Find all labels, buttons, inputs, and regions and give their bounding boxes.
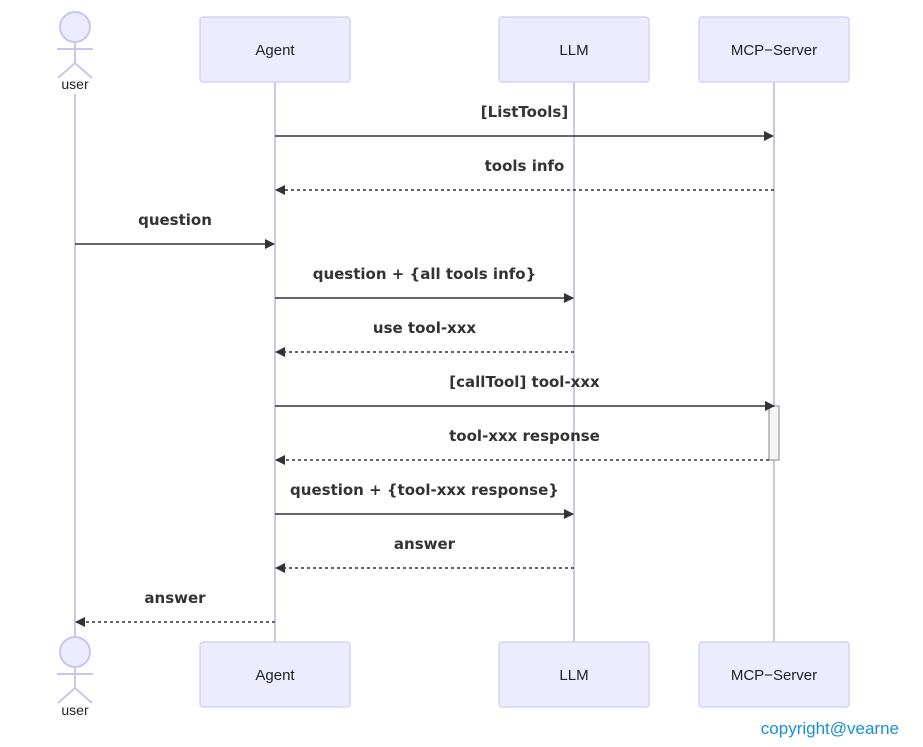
message-label: [callTool] tool-xxx — [449, 373, 600, 391]
message-7: tool-xxx response — [275, 427, 769, 465]
user-head-icon — [59, 636, 91, 668]
participant-label-llm-bottom: LLM — [559, 667, 588, 684]
participant-agent-bottom: Agent — [199, 641, 351, 708]
participant-agent-top: Agent — [199, 16, 351, 83]
message-label: tool-xxx response — [449, 427, 600, 445]
mcp-server-activation-bar — [768, 405, 780, 461]
participant-label-mcp-server-bottom: MCP−Server — [731, 667, 817, 684]
message-label: [ListTools] — [481, 103, 568, 121]
message-label: question + {tool-xxx response} — [290, 481, 559, 499]
participant-mcp-server-top: MCP−Server — [698, 16, 850, 83]
message-1: [ListTools] — [275, 103, 774, 141]
message-2: tools info — [275, 157, 774, 195]
participant-llm-bottom: LLM — [498, 641, 650, 708]
participant-mcp-server-bottom: MCP−Server — [698, 641, 850, 708]
actor-label-user-bottom: user — [61, 702, 89, 718]
message-3: question — [75, 211, 275, 249]
message-label: question — [138, 211, 212, 229]
actor-user-bottom: user — [57, 636, 93, 718]
participant-llm-top: LLM — [498, 16, 650, 83]
participant-label-llm-top: LLM — [559, 42, 588, 59]
message-label: answer — [144, 589, 206, 607]
participant-label-mcp-server-top: MCP−Server — [731, 42, 817, 59]
message-9: answer — [275, 535, 574, 573]
actor-label-user-top: user — [61, 76, 89, 92]
message-label: question + {all tools info} — [313, 265, 537, 283]
message-8: question + {tool-xxx response} — [275, 481, 574, 519]
message-list: [ListTools] tools info question question + … — [75, 103, 775, 627]
participant-label-agent-bottom: Agent — [255, 667, 295, 684]
message-label: tools info — [485, 157, 565, 175]
message-label: answer — [394, 535, 456, 553]
participant-label-agent-top: Agent — [255, 42, 295, 59]
copyright-text: copyright@vearne — [760, 719, 899, 738]
actor-user-top: user — [57, 11, 93, 92]
message-4: question + {all tools info} — [275, 265, 574, 303]
message-label: use tool-xxx — [373, 319, 477, 337]
user-head-icon — [59, 11, 91, 43]
message-5: use tool-xxx — [275, 319, 574, 357]
message-6: [callTool] tool-xxx — [275, 373, 775, 411]
message-10: answer — [75, 589, 275, 627]
